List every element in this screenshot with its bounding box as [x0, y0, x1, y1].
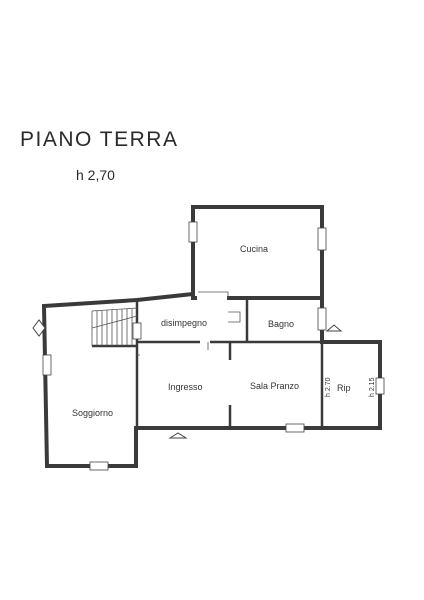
room-label-entrance: Ingresso	[168, 382, 203, 392]
plan-height-subtitle: h 2,70	[76, 167, 115, 183]
bathroom-door-swing	[228, 311, 241, 323]
height-label-rip-right: h 2.15	[369, 377, 376, 397]
room-label-kitchen: Cucina	[240, 244, 268, 254]
outer-wall	[41, 291, 382, 468]
room-label-storage: Rip	[337, 383, 351, 393]
bathroom-window	[317, 307, 327, 331]
entrance-arrow-left	[32, 319, 46, 337]
room-label-living: Soggiorno	[72, 408, 113, 418]
stair-wall	[92, 300, 139, 348]
entrance-arrow-bottom	[168, 432, 188, 439]
ingresso-jog	[137, 342, 209, 356]
room-label-hallway: disimpegno	[161, 318, 207, 328]
kitchen-door-frame	[198, 291, 229, 298]
entrance-arrow-right	[325, 324, 343, 332]
room-label-bathroom: Bagno	[268, 319, 294, 329]
staircase	[91, 307, 138, 346]
height-label-rip-left: h 2.70	[325, 377, 332, 397]
room-label-dining: Sala Pranzo	[250, 381, 299, 391]
rip-window	[375, 377, 385, 395]
living-window-left	[42, 354, 52, 376]
kitchen-window-left	[188, 221, 198, 243]
kitchen-door-gap	[197, 295, 227, 301]
stair-window	[132, 322, 142, 340]
plan-title: PIANO TERRA	[20, 128, 179, 151]
living-window-bottom	[89, 461, 109, 471]
dining-window-bottom	[285, 423, 305, 433]
kitchen-window-right	[317, 227, 327, 251]
